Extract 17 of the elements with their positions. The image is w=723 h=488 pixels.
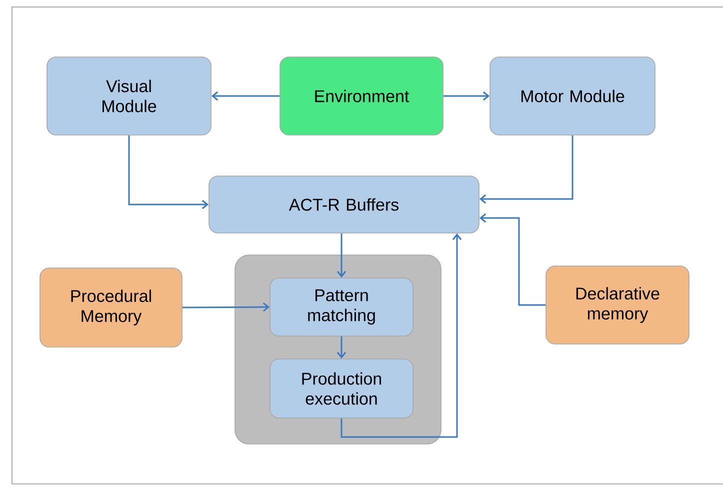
buffer-box: ACT-R Buffers	[208, 176, 480, 234]
process-box: Pattern matching	[270, 278, 414, 336]
arrow	[443, 91, 490, 101]
memory-box: Declarative memory	[546, 266, 690, 344]
arrow	[211, 91, 280, 101]
arrow	[340, 233, 462, 438]
arrow	[182, 302, 270, 312]
arrow	[336, 233, 346, 278]
arrow	[128, 135, 209, 210]
module-box: Visual Module	[46, 56, 212, 136]
arrow	[336, 336, 346, 359]
arrow	[479, 135, 574, 204]
environment-box: Environment	[280, 56, 444, 136]
process-box: Production execution	[270, 358, 414, 418]
memory-box: Procedural Memory	[40, 268, 182, 348]
module-box: Motor Module	[490, 56, 656, 136]
arrow	[479, 213, 546, 306]
